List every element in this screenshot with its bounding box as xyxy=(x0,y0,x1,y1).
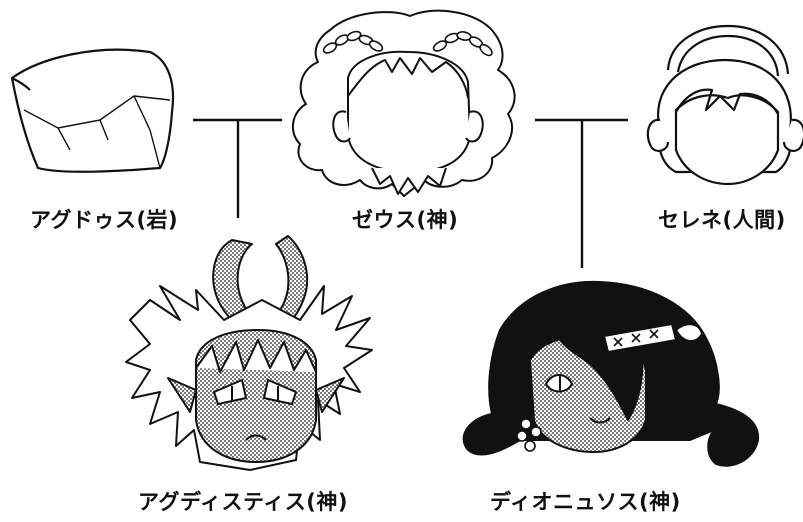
node-label-agdistis: アグディスティス(神) xyxy=(138,490,348,514)
node-label-agdos: アグドゥス(岩) xyxy=(30,208,179,232)
node-label-dionysus: ディオニュソス(神) xyxy=(490,490,681,514)
zeus-portrait-icon xyxy=(291,9,516,197)
rock-icon xyxy=(10,48,175,173)
node-label-zeus: ゼウス(神) xyxy=(352,208,459,232)
tree-connectors xyxy=(193,118,628,268)
node-label-selene: セレネ(人間) xyxy=(658,208,786,232)
agdistis-portrait-icon xyxy=(125,235,373,471)
dionysus-portrait-icon xyxy=(462,280,760,467)
selene-portrait-icon xyxy=(646,24,803,186)
